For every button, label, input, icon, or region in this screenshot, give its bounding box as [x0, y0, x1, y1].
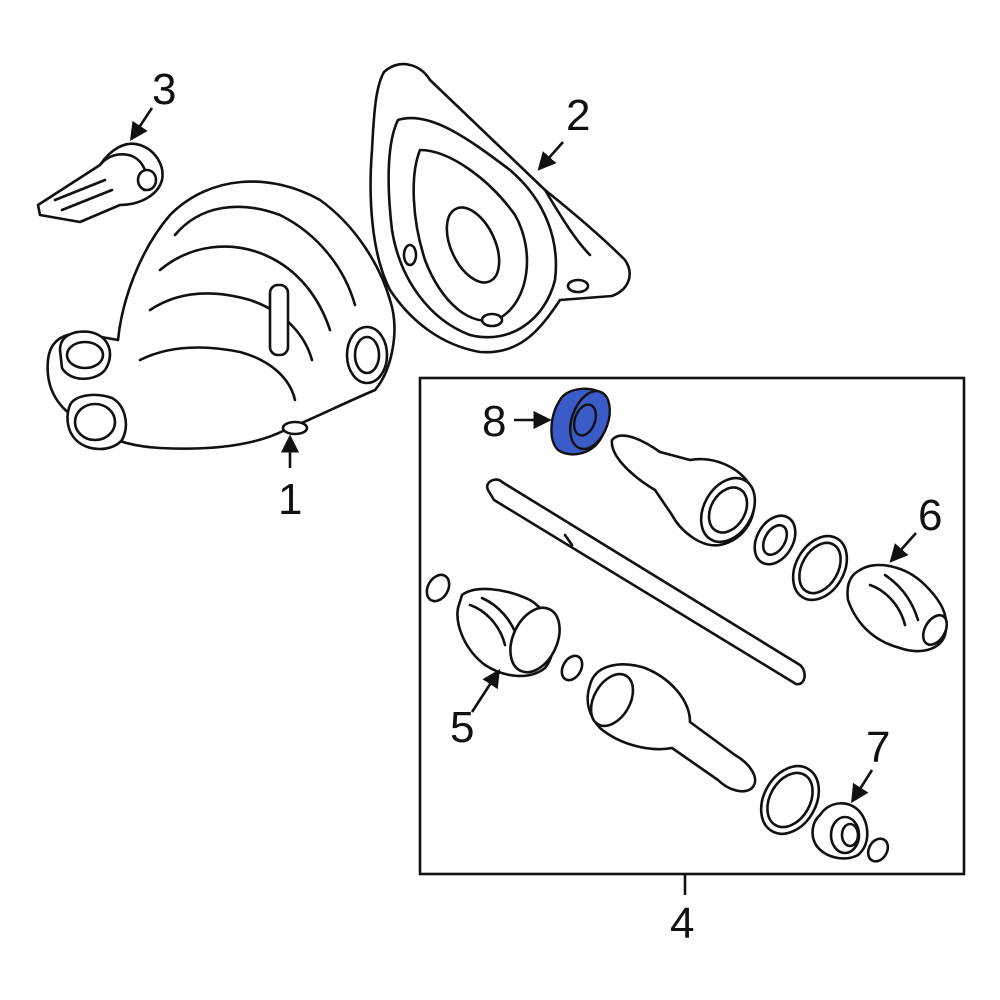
callout-label-7: 7: [866, 723, 891, 772]
axle-assembly-box: [418, 376, 966, 876]
callout-label-2: 2: [566, 91, 591, 140]
hub-nut-part[interactable]: [811, 802, 892, 865]
cv-boot-outer-part[interactable]: [846, 563, 952, 653]
mounting-bracket-part[interactable]: [36, 142, 164, 224]
outer-cv-joint-part[interactable]: [582, 663, 757, 793]
lower-ring-part[interactable]: [749, 756, 830, 844]
differential-cover-part[interactable]: [369, 62, 631, 354]
callout-label-3: 3: [152, 65, 177, 114]
callout-label-5: 5: [450, 703, 475, 752]
snap-ring-part[interactable]: [558, 652, 587, 684]
callout-arrows: [129, 107, 917, 804]
differential-housing-part[interactable]: [46, 180, 396, 451]
callout-label-6: 6: [918, 491, 943, 540]
seal-part-highlighted[interactable]: [550, 386, 617, 456]
inner-cv-joint-part[interactable]: [610, 434, 766, 552]
callout-label-4: 4: [670, 899, 695, 948]
cv-boot-inner-part[interactable]: [422, 571, 569, 680]
callout-label-8: 8: [482, 397, 507, 446]
callout-label-1: 1: [278, 475, 303, 524]
clamp-rings-part[interactable]: [746, 508, 857, 609]
axle-shaft-part[interactable]: [485, 478, 806, 686]
